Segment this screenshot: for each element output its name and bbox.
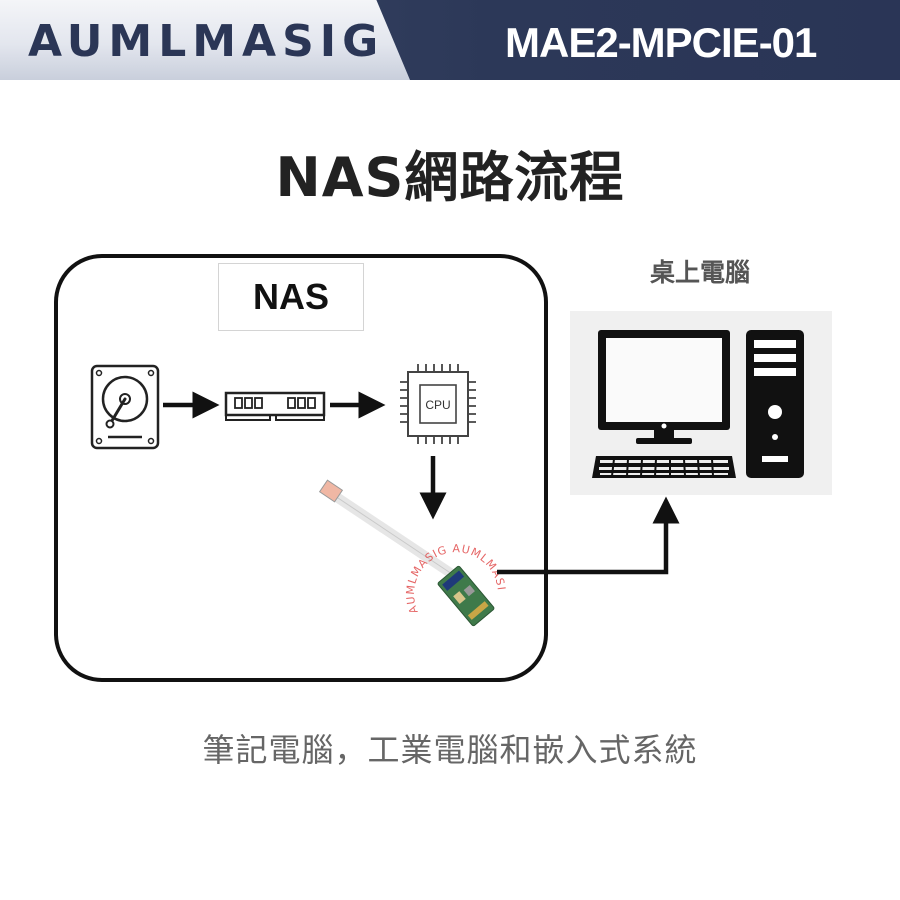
adapter-card-icon: AUMLMASIG AUMLMASIG — [0, 0, 508, 626]
adapter-watermark: AUMLMASIG AUMLMASIG — [0, 0, 508, 615]
ram-module-icon — [226, 393, 324, 420]
connection-line — [497, 510, 666, 572]
cpu-label: CPU — [425, 398, 450, 412]
footer-caption: 筆記電腦，工業電腦和嵌入式系統 — [0, 725, 900, 775]
cpu-chip-icon: CPU — [400, 364, 476, 444]
desktop-computer-icon — [592, 330, 804, 478]
hard-drive-icon — [92, 366, 158, 448]
